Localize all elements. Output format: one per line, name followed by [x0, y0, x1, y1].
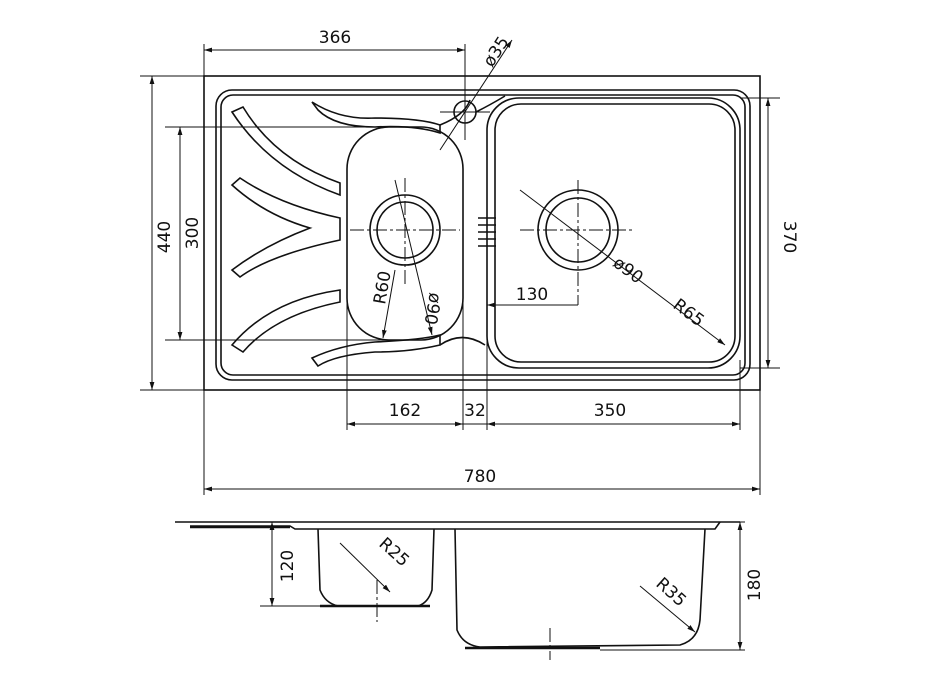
drainer-ribs [230, 101, 441, 368]
dim-large-drain: ø90 [609, 253, 647, 288]
dim-350: 350 [594, 401, 626, 421]
dim-440: 440 [155, 221, 175, 253]
small-bowl-profile [317, 528, 435, 607]
dimensions: 366 ø35 440 300 370 162 32 350 780 [140, 28, 799, 495]
large-bowl-outer [486, 97, 741, 369]
dim-162: 162 [389, 401, 421, 421]
dim-180: 180 [745, 569, 765, 601]
top-view [203, 75, 761, 391]
dim-small-drain: ø90 [420, 291, 445, 326]
dim-r35: R35 [652, 574, 690, 611]
rim-inner [220, 94, 746, 376]
dim-366: 366 [319, 28, 351, 48]
dim-r25: R25 [375, 534, 413, 571]
small-bowl [346, 126, 464, 341]
dim-120: 120 [278, 550, 298, 582]
rim-outer [215, 89, 751, 381]
dim-32: 32 [464, 401, 486, 421]
dim-780: 780 [464, 467, 496, 487]
dim-tap-hole: ø35 [479, 33, 513, 71]
dim-370: 370 [779, 221, 799, 253]
large-bowl-inner [494, 103, 736, 363]
dim-small-radius: R60 [370, 269, 396, 305]
large-bowl-profile [454, 528, 706, 648]
dim-300: 300 [183, 217, 203, 249]
side-view: 120 180 R25 R35 [175, 521, 765, 660]
outer-outline [203, 75, 761, 391]
dim-large-radius: R65 [669, 295, 708, 331]
dim-130: 130 [516, 285, 548, 305]
